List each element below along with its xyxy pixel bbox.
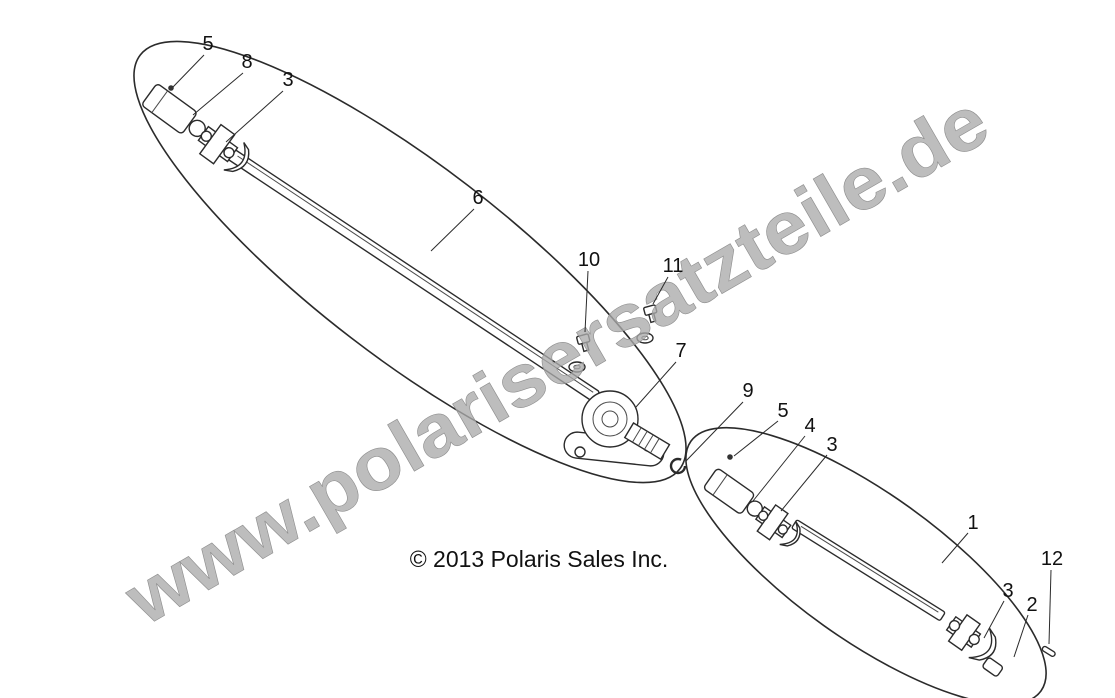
leader-6 [430, 208, 475, 252]
spline-line-1 [632, 427, 642, 443]
callout-5-rear: 5 [777, 400, 788, 422]
washer-10-outer [568, 361, 586, 373]
front-coupler [142, 84, 197, 134]
center-bearing-flange [563, 390, 671, 467]
callout-10: 10 [578, 249, 600, 271]
rear-shaft-tube-body [791, 519, 946, 621]
callout-4: 4 [804, 415, 815, 437]
callout-3-front: 3 [282, 69, 293, 91]
callout-labels: 5 8 3 6 10 11 7 9 5 4 3 1 12 3 2 [202, 33, 1063, 616]
bolt-10 [576, 333, 591, 353]
callout-6: 6 [472, 187, 483, 209]
callout-12: 12 [1041, 548, 1063, 570]
stub-shaft-body [623, 422, 671, 461]
rear-u-joint-lower [945, 613, 1004, 677]
rear-prop-shaft-assembly [685, 426, 1047, 698]
washer-11 [636, 332, 654, 344]
leader-5-front [172, 54, 205, 88]
rear-lower-yoke [968, 627, 997, 661]
front-cross-cap-b [223, 146, 235, 159]
rear-shaft-tube [791, 519, 946, 621]
leader-2 [1013, 614, 1029, 658]
front-assembly-outline [133, 40, 687, 484]
rear-cross-cap-a [757, 510, 769, 521]
rear-u-joint-upper [703, 468, 801, 547]
front-prop-shaft-assembly [133, 40, 687, 484]
leader-12 [1048, 569, 1052, 645]
bolt-11-shank [647, 312, 657, 324]
rear-set-screw [727, 454, 733, 460]
bolt-10-shank [580, 341, 590, 353]
leader-10 [584, 270, 589, 333]
leader-1 [941, 532, 969, 564]
leader-lines [172, 54, 1052, 658]
leader-8 [192, 72, 244, 116]
leader-9 [685, 401, 744, 462]
washer-11-hole [641, 335, 649, 341]
front-u-joint [142, 84, 250, 173]
callout-11: 11 [663, 255, 684, 277]
leader-5-rear [733, 420, 779, 457]
flange-bolt-hole-left [574, 446, 586, 458]
bearing-inner-ring [592, 401, 628, 437]
leader-7 [635, 361, 677, 408]
callout-8: 8 [241, 51, 252, 73]
washer-10 [568, 361, 586, 373]
rear-assembly-outline [685, 426, 1047, 698]
splined-stub-shaft [623, 422, 671, 461]
leader-3-rear-a [780, 454, 828, 512]
spline-line-4 [650, 438, 660, 454]
spline-line-2 [638, 430, 648, 447]
lower-cross-cap-a [948, 619, 961, 632]
spline-line-3 [644, 434, 654, 450]
callout-3-rear-b: 3 [1002, 580, 1013, 602]
callout-5-front: 5 [202, 33, 213, 55]
callout-7: 7 [675, 340, 686, 362]
leader-3-front [225, 90, 284, 143]
lower-cross-cap-b [968, 633, 980, 646]
copyright-text: © 2013 Polaris Sales Inc. [410, 546, 669, 572]
leader-3-rear-b [983, 600, 1005, 639]
callout-2: 2 [1026, 594, 1037, 616]
front-coupler-rib [151, 90, 169, 113]
mounting-hardware [568, 304, 1056, 658]
bolt-11 [643, 304, 658, 324]
rear-shaft-highlight [800, 525, 939, 613]
rear-yoke-end [982, 657, 1004, 677]
bearing-hub [601, 410, 619, 428]
front-set-screw [168, 85, 174, 91]
snap-ring-9 [669, 457, 687, 475]
washer-10-hole [573, 364, 581, 370]
leader-11 [652, 276, 669, 305]
rear-cross-cap-b [777, 524, 789, 535]
leader-4 [752, 435, 806, 502]
callout-9: 9 [742, 380, 753, 402]
callout-3-rear-a: 3 [826, 434, 837, 456]
washer-11-outer [636, 332, 654, 344]
front-shaft-highlight [237, 155, 594, 393]
rear-upper-yoke [779, 521, 801, 547]
front-yoke [223, 142, 250, 173]
bearing-outer-ring [581, 390, 639, 448]
pin-12 [1041, 645, 1056, 658]
front-cross-cap-a [200, 130, 213, 142]
callout-1: 1 [967, 512, 978, 534]
rear-coupler-rib [712, 474, 728, 496]
